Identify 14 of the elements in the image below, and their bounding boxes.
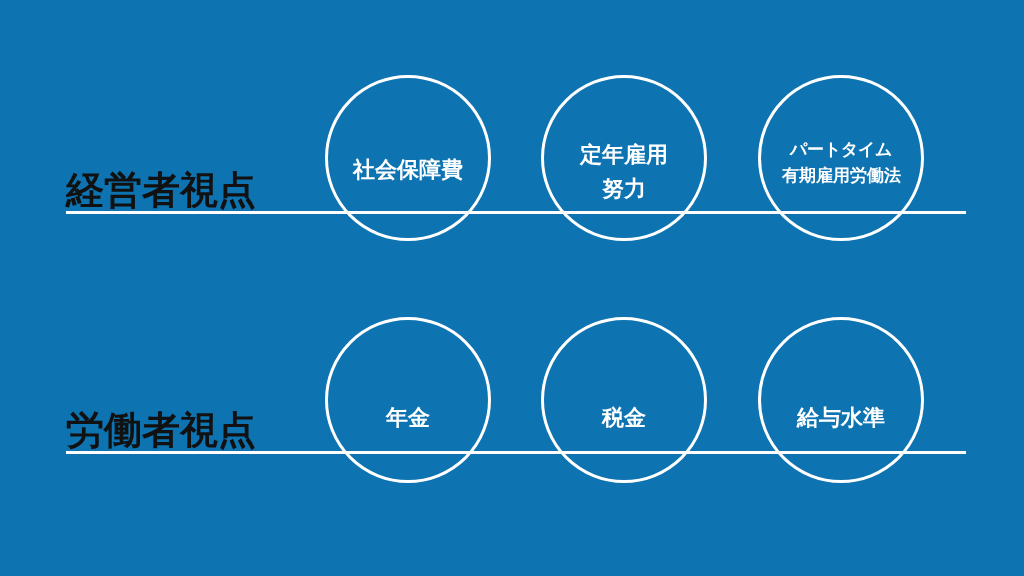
topic-text: 定年雇用努力 [580, 140, 668, 203]
topic-text: 税金 [602, 403, 646, 432]
topic-circle [758, 317, 924, 483]
section-heading: 労働者視点 [66, 411, 256, 449]
topic-circle [325, 75, 491, 241]
topic-circle [325, 317, 491, 483]
topic-text: 社会保障費 [353, 155, 463, 184]
topic-circle [541, 317, 707, 483]
topic-text: 年金 [386, 403, 430, 432]
topic-text: パートタイム有期雇用労働法 [781, 137, 901, 187]
topic-circle [758, 75, 924, 241]
section-heading: 経営者視点 [66, 171, 256, 209]
topic-circle [541, 75, 707, 241]
topic-text: 給与水準 [797, 403, 885, 432]
